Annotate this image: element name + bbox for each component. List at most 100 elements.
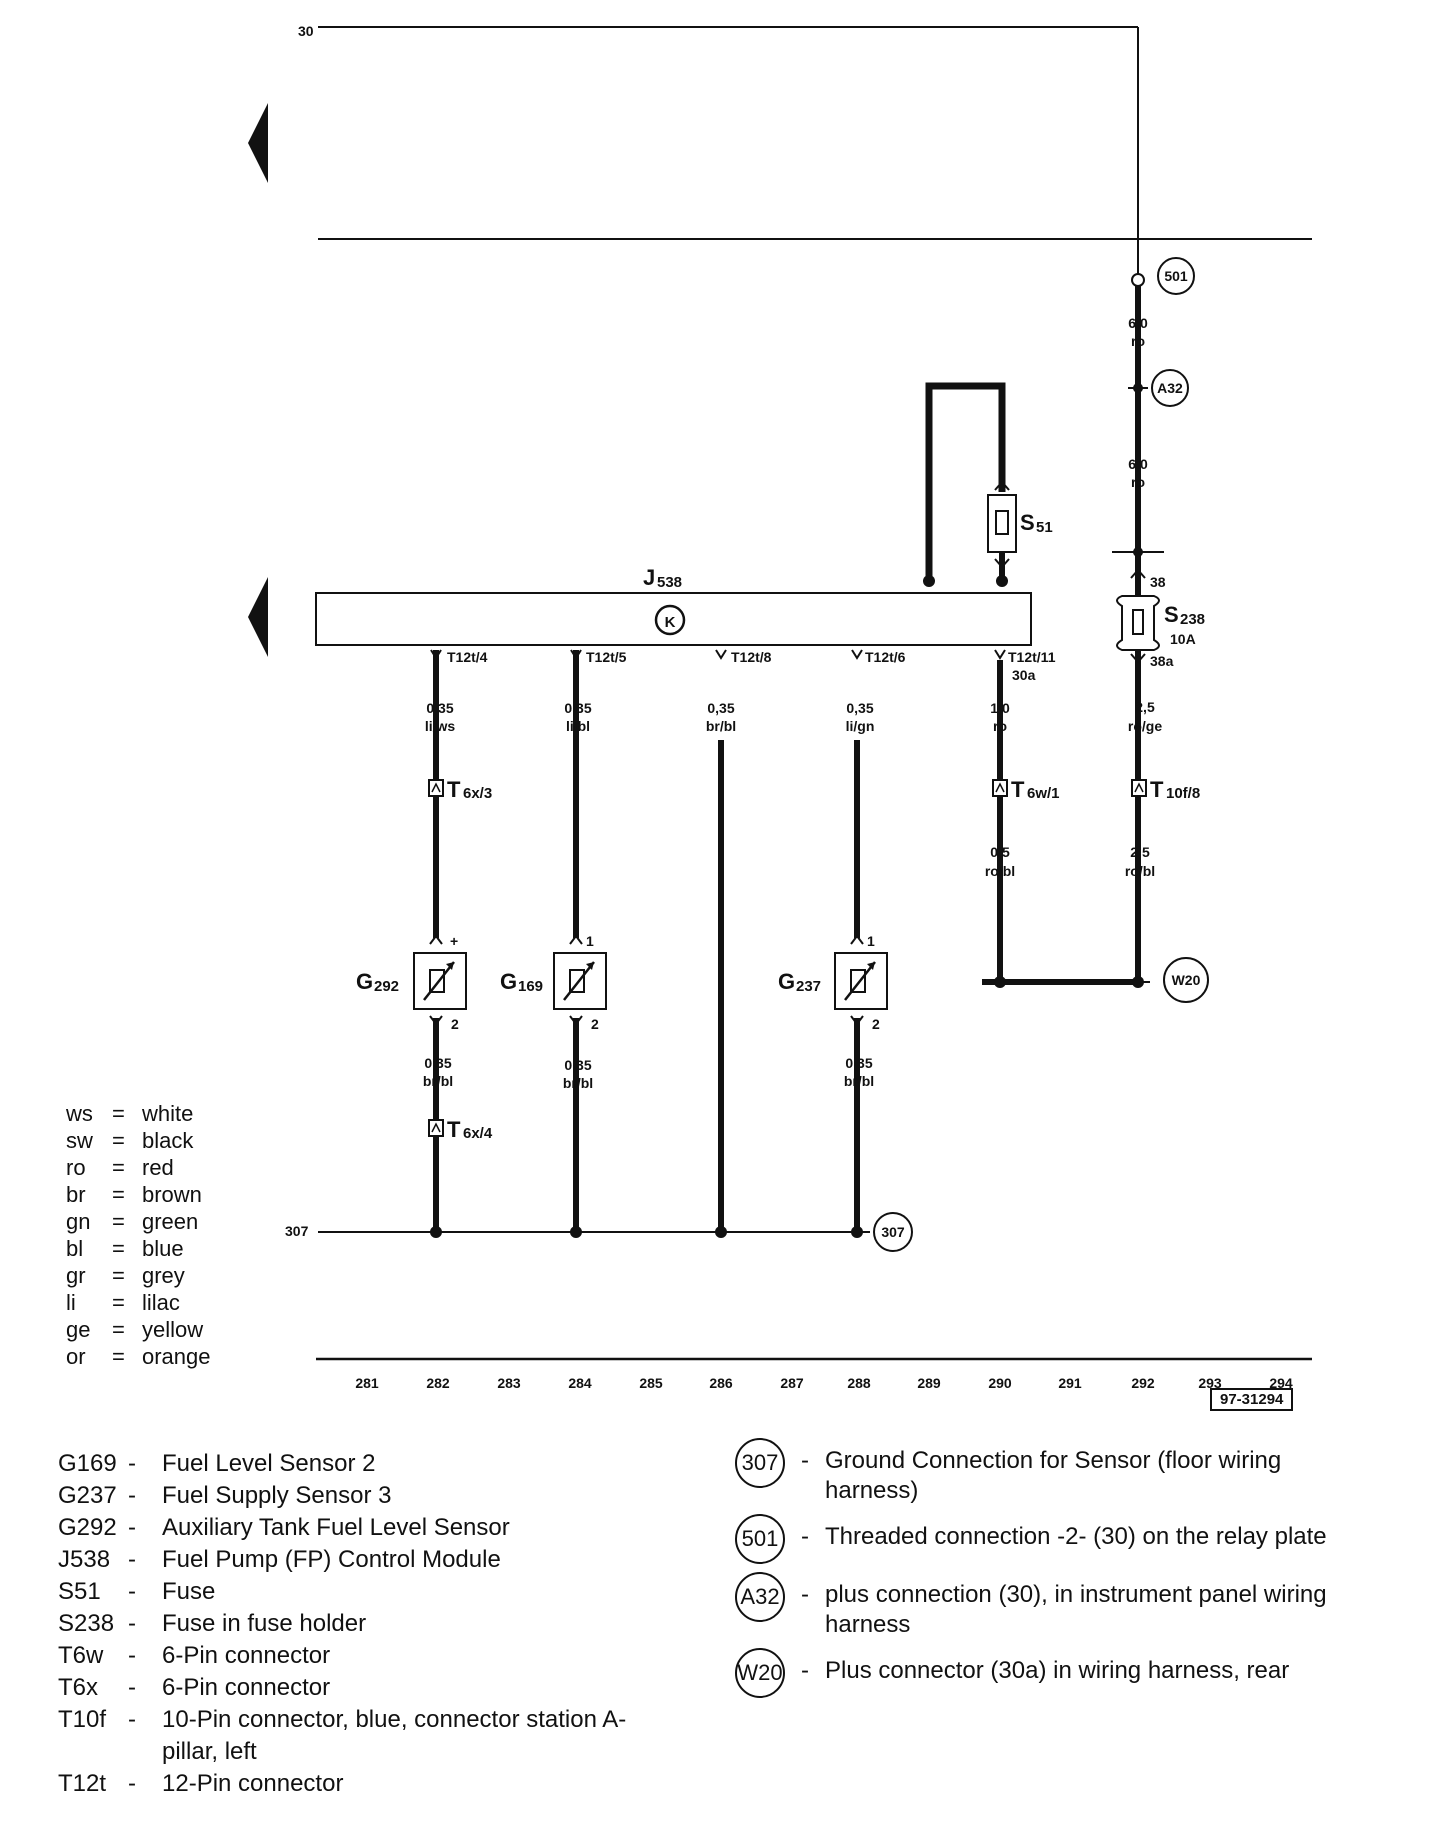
- component-code: T6x: [58, 1674, 99, 1701]
- color-abbr: li: [66, 1290, 76, 1315]
- sensor-g292: [413, 952, 467, 1010]
- connector-t10f-8: [1131, 779, 1147, 797]
- color-key-row: ws=white: [66, 1100, 211, 1127]
- connection-a32-point: [1133, 383, 1143, 393]
- legend-connection-row: 307-Ground Connection for Sensor (floor …: [735, 1438, 1365, 1506]
- pin-286: T12t/8: [731, 649, 772, 665]
- pin-282: T12t/4: [447, 649, 488, 665]
- connection-legend: 307-Ground Connection for Sensor (floor …: [735, 1438, 1365, 1706]
- color-abbr: or: [66, 1344, 86, 1369]
- svg-text:K: K: [665, 614, 676, 631]
- legend-dash: -: [801, 1447, 809, 1474]
- gwire-284-size: 0,35: [564, 1057, 591, 1073]
- svg-text:307: 307: [881, 1224, 905, 1240]
- component-code: T10f: [58, 1706, 107, 1733]
- module-j538-sub: 538: [657, 574, 682, 591]
- track-label: 293: [1198, 1375, 1222, 1391]
- track-label: 285: [639, 1375, 663, 1391]
- t6w1-name: T: [1011, 777, 1025, 802]
- equals-sign: =: [112, 1317, 125, 1342]
- color-name: red: [142, 1155, 174, 1180]
- connection-desc: plus connection (30), in instrument pane…: [825, 1581, 1327, 1638]
- wire-292a-size: 2,5: [1135, 699, 1155, 715]
- wire-284-size: 0,35: [564, 700, 591, 716]
- sensor-g169: [553, 952, 607, 1010]
- color-abbr: gn: [66, 1209, 91, 1234]
- svg-text:W20: W20: [1172, 972, 1201, 988]
- legend-connection-row: A32-plus connection (30), in instrument …: [735, 1572, 1365, 1640]
- svg-text:A32: A32: [1157, 380, 1183, 396]
- wire-290b-color: ro/bl: [985, 863, 1015, 879]
- legend-component-row: S238-Fuse in fuse holder: [58, 1608, 632, 1640]
- color-key-row: li=lilac: [66, 1289, 211, 1316]
- wire-288-size: 0,35: [846, 700, 873, 716]
- color-name: yellow: [142, 1317, 204, 1342]
- pin-290-sub: 30a: [1012, 667, 1036, 683]
- terminal-30-label: 30: [298, 23, 314, 39]
- s238-rating: 10A: [1170, 631, 1196, 647]
- t6x3-sub: 6x/3: [463, 785, 492, 802]
- s238-sub: 238: [1180, 611, 1205, 628]
- color-key-row: br=brown: [66, 1181, 211, 1208]
- g237-pin-top: 1: [867, 933, 875, 949]
- track-label: 281: [355, 1375, 379, 1391]
- wire-282-size: 0,35: [426, 700, 453, 716]
- fuse-s51: [987, 494, 1017, 553]
- gwire-282-size: 0,35: [424, 1055, 451, 1071]
- component-desc: Fuel Level Sensor 2: [162, 1450, 376, 1477]
- track-label: 288: [847, 1375, 871, 1391]
- component-code: T12t: [58, 1770, 107, 1797]
- wire-292b-size: 2,5: [1130, 844, 1150, 860]
- g292-sub: 292: [374, 978, 399, 995]
- continuation-arrow-module: [248, 577, 268, 657]
- color-name: blue: [142, 1236, 184, 1261]
- component-desc: Fuse in fuse holder: [162, 1610, 367, 1637]
- g292-name: G: [356, 969, 373, 994]
- s238-name: S: [1164, 602, 1179, 627]
- track-label: 289: [917, 1375, 941, 1391]
- connection-badge: W20: [735, 1648, 785, 1698]
- track-label: 294: [1269, 1375, 1293, 1391]
- continuation-arrow-top: [248, 103, 268, 183]
- color-abbr: bl: [66, 1236, 84, 1261]
- wire-292a-color: ro/ge: [1128, 718, 1162, 734]
- gwire-288-color: br/bl: [844, 1073, 874, 1089]
- track-label: 292: [1131, 1375, 1155, 1391]
- wire-main-2-color: ro: [1131, 474, 1145, 490]
- equals-sign: =: [112, 1128, 125, 1153]
- g169-sub: 169: [518, 978, 543, 995]
- legend-component-row: T6x-6-Pin connector: [58, 1672, 632, 1704]
- equals-sign: =: [112, 1263, 125, 1288]
- wire-290a-color: ro: [993, 718, 1007, 734]
- terminal-307-label: 307: [285, 1223, 309, 1239]
- color-name: brown: [142, 1182, 202, 1207]
- legend-component-row: T12t-12-Pin connector: [58, 1768, 632, 1800]
- module-loop-wire: [925, 382, 1006, 580]
- color-abbr: br: [66, 1182, 86, 1207]
- component-code: T6w: [58, 1642, 104, 1669]
- wiring-diagram: 30 501 6,0 ro A32 6,0 ro 38 S 238 10A 38…: [248, 23, 1312, 1391]
- component-desc: 6-Pin connector: [162, 1674, 331, 1701]
- legend-dash: -: [128, 1482, 136, 1509]
- track-label: 286: [709, 1375, 733, 1391]
- track-label: 282: [426, 1375, 450, 1391]
- color-key-row: gn=green: [66, 1208, 211, 1235]
- component-code: G237: [58, 1482, 117, 1509]
- color-name: grey: [142, 1263, 185, 1288]
- pin-284: T12t/5: [586, 649, 627, 665]
- g169-pin-bot: 2: [591, 1016, 599, 1032]
- component-code: J538: [58, 1546, 111, 1573]
- sensor-g237: [834, 952, 888, 1010]
- legend-component-row: G169-Fuel Level Sensor 2: [58, 1448, 632, 1480]
- badge-a32: A32: [1151, 369, 1189, 407]
- g292-pin-bot: 2: [451, 1016, 459, 1032]
- legend-component-row: G237-Fuel Supply Sensor 3: [58, 1480, 632, 1512]
- g169-name: G: [500, 969, 517, 994]
- wire-288-color: li/gn: [846, 718, 875, 734]
- wire-290b-size: 0,5: [990, 844, 1010, 860]
- connection-501-point: [1131, 273, 1145, 287]
- legend-dash: -: [128, 1610, 136, 1637]
- color-name: black: [142, 1128, 194, 1153]
- color-abbr: sw: [66, 1128, 93, 1153]
- legend-component-row: G292-Auxiliary Tank Fuel Level Sensor: [58, 1512, 632, 1544]
